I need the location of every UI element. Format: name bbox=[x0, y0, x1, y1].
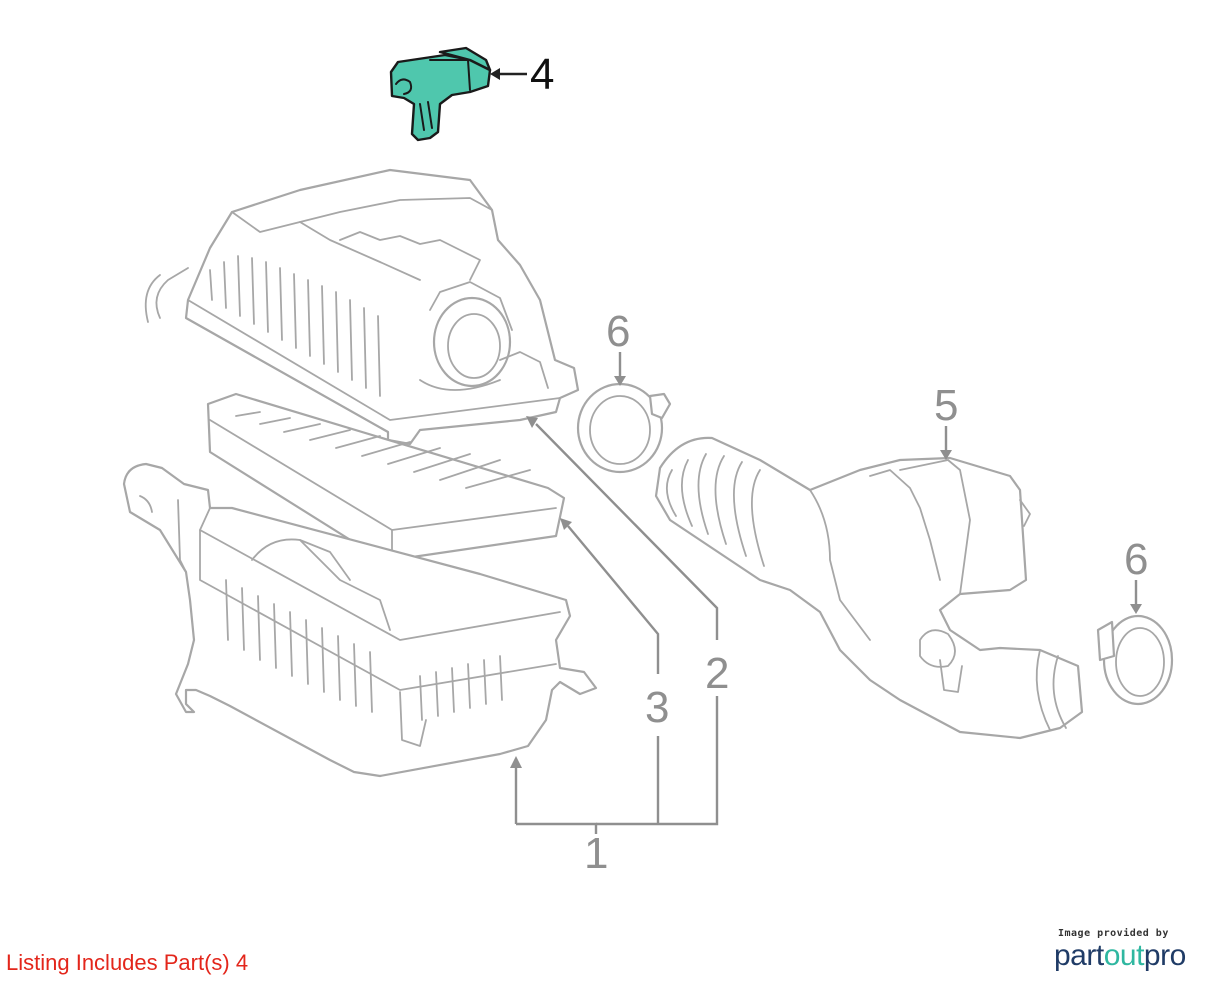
logo-part: part bbox=[1054, 939, 1104, 972]
part-6-clamp-left[interactable] bbox=[576, 382, 672, 474]
callout-1: 1 bbox=[584, 829, 608, 878]
part-5-intake-hose[interactable] bbox=[654, 436, 1084, 740]
leader-lines bbox=[490, 68, 1142, 834]
logo-pro: pro bbox=[1143, 939, 1186, 972]
callout-labels: 4 6 5 6 2 3 1 bbox=[530, 50, 1148, 878]
callout-6-left: 6 bbox=[606, 307, 630, 356]
part-1-lower-case[interactable] bbox=[122, 462, 598, 778]
callout-4: 4 bbox=[530, 50, 554, 99]
provider-logo: partoutpro bbox=[1054, 939, 1204, 973]
callout-6-right: 6 bbox=[1124, 535, 1148, 584]
callout-3: 3 bbox=[645, 683, 669, 732]
provider-logo-block: Image provided by partoutpro bbox=[1054, 928, 1204, 973]
part-3-filter[interactable] bbox=[206, 392, 566, 562]
part-2-upper-cover[interactable] bbox=[144, 168, 580, 446]
part-4-sensor[interactable] bbox=[389, 46, 492, 142]
callout-5: 5 bbox=[934, 381, 958, 430]
part-6-clamp-right[interactable] bbox=[1096, 614, 1174, 706]
listing-note: Listing Includes Part(s) 4 bbox=[6, 950, 249, 975]
logo-out: out bbox=[1103, 939, 1145, 972]
callout-2: 2 bbox=[705, 649, 729, 698]
provider-caption: Image provided by bbox=[1058, 928, 1169, 939]
